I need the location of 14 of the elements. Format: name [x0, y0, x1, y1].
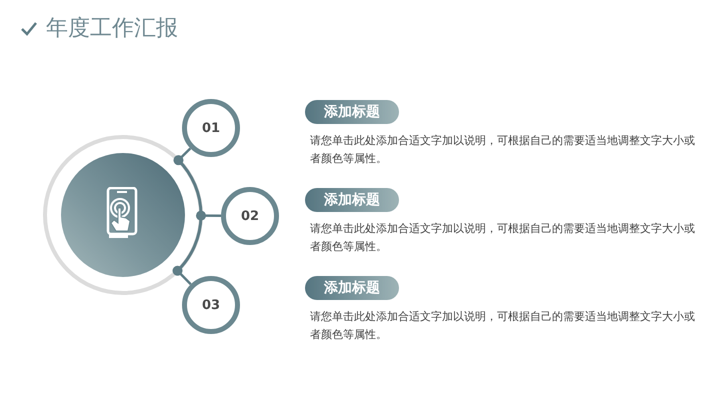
- connector-line: [173, 148, 192, 166]
- heading-pill: 添加标题: [305, 100, 399, 124]
- heading-pill: 添加标题: [305, 276, 399, 300]
- description-text: 请您单击此处添加合适文字加以说明，可根据自己的需要适当地调整文字大小或者颜色等属性。: [310, 221, 696, 255]
- connector-line: [172, 266, 192, 286]
- number-circle: 02: [221, 187, 279, 245]
- number-circle: 03: [182, 276, 240, 334]
- description-text: 请您单击此处添加合适文字加以说明，可根据自己的需要适当地调整文字大小或者颜色等属性。: [310, 309, 696, 343]
- connector-line: [196, 210, 221, 221]
- number-circle: 01: [182, 99, 240, 157]
- description-text: 请您单击此处添加合适文字加以说明，可根据自己的需要适当地调整文字大小或者颜色等属性。: [310, 133, 696, 167]
- center-circle: [61, 153, 185, 277]
- title: 年度工作汇报: [46, 16, 178, 42]
- heading-pill: 添加标题: [305, 188, 399, 212]
